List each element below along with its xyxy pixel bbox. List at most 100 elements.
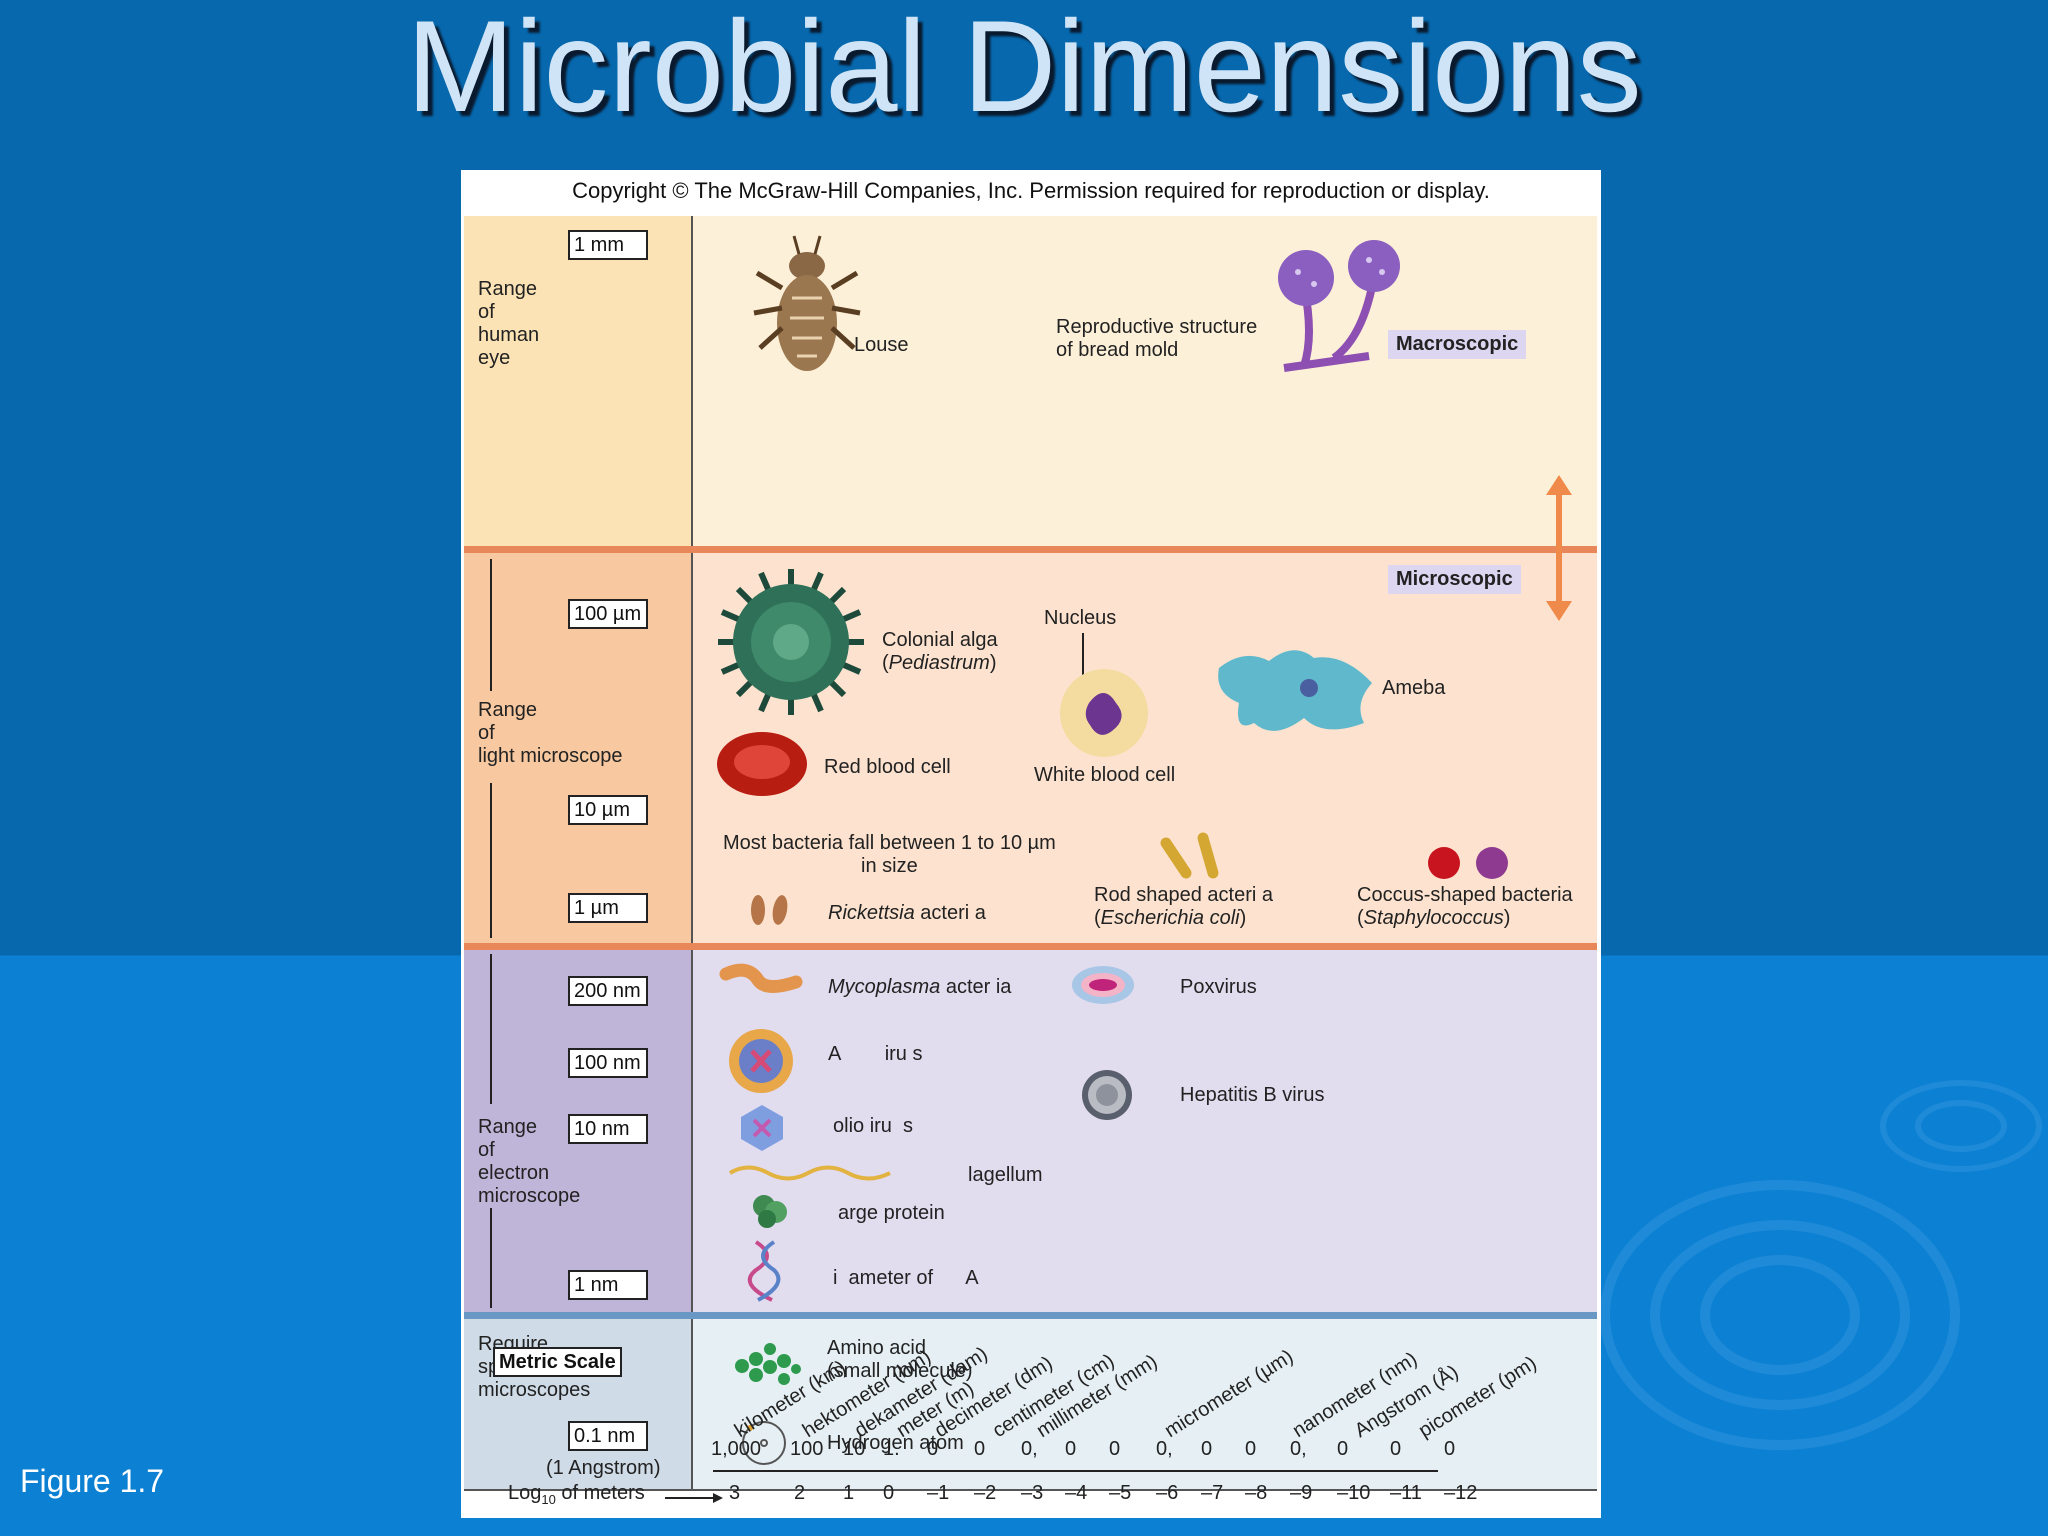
log-value: –7 — [1201, 1482, 1224, 1504]
metric-value: 100 — [790, 1438, 824, 1460]
band-label-column — [464, 216, 693, 548]
scale-0.1nm: 0.1 nm — [568, 1421, 648, 1451]
dna-illustration — [747, 1240, 781, 1302]
polio-virus-label: olio iru s — [833, 1115, 914, 1137]
range-label-line: microscope — [478, 1185, 581, 1207]
metric-value: 0, — [1290, 1438, 1307, 1460]
aids-virus-label: A iru s — [828, 1043, 923, 1065]
range-label-line: eye — [478, 347, 511, 369]
amino-acid-label: Amino acid — [827, 1337, 926, 1359]
log-value: 3 — [729, 1482, 741, 1504]
log-value: –9 — [1290, 1482, 1313, 1504]
copyright-notice: Copyright © The McGraw-Hill Companies, I… — [572, 178, 1490, 203]
log-value: –2 — [974, 1482, 997, 1504]
metric-value: 10 — [843, 1438, 866, 1460]
angstrom-note: (1 Angstrom) — [546, 1457, 661, 1479]
rod-bacteria-illustration — [1160, 832, 1219, 879]
log-axis-line — [713, 1470, 1438, 1472]
rickettsia-label: Rickettsia acteri a — [828, 902, 986, 924]
flagellum-illustration — [728, 1165, 891, 1181]
nucleus-pointer-line — [1082, 633, 1084, 693]
slide-title: Microbial Dimensions — [406, 0, 1642, 139]
range-label-line: Range — [478, 699, 537, 721]
bacteria-note: Most bacteria fall between 1 to 10 µm — [723, 832, 1056, 854]
metric-value: 0 — [1109, 1438, 1121, 1460]
ripple-decoration — [1650, 1220, 1910, 1410]
log-value: –1 — [927, 1482, 950, 1504]
coccus-bacteria-species: (Staphylococcus) — [1357, 907, 1511, 929]
rod-bacteria-label: Rod shaped acteri a — [1094, 884, 1274, 906]
metric-value: 0 — [927, 1438, 939, 1460]
nucleus-label: Nucleus — [1044, 607, 1117, 629]
band-special-microscopes: Require special microscopes 0.1 nm (1 An… — [464, 1319, 1597, 1491]
band-divider — [464, 1312, 1597, 1319]
metric-value: 0 — [1201, 1438, 1213, 1460]
metric-value: 0, — [1156, 1438, 1173, 1460]
ameba-label: Ameba — [1382, 677, 1446, 699]
scale-10nm: 10 nm — [568, 1114, 648, 1144]
range-arrow-line — [490, 1208, 492, 1308]
band-light-microscope: Range of light microscope 100 µm 10 µm 1… — [464, 475, 1597, 943]
scale-1um: 1 µm — [568, 893, 648, 923]
rickettsia-illustration — [751, 895, 788, 925]
band-divider — [464, 943, 1597, 950]
range-label-line: electron — [478, 1162, 550, 1184]
metric-scale-title: Metric Scale — [493, 1347, 622, 1377]
mycoplasma-illustration — [719, 963, 803, 993]
colonial-alga-label: Colonial alga — [882, 629, 998, 651]
band-human-eye: 1 mm Range of human eye Louse Reproducti… — [464, 216, 1597, 548]
log-value: –12 — [1444, 1482, 1478, 1504]
hepatitis-b-virus-label: Hepatitis B virus — [1180, 1084, 1325, 1106]
white-blood-cell-illustration — [1060, 669, 1148, 757]
polio-virus-illustration — [741, 1105, 783, 1151]
poxvirus-illustration — [1072, 966, 1134, 1004]
band-electron-microscope: Range of electron microscope 200 nm 100 … — [464, 950, 1597, 1312]
bread-mold-label: of bread mold — [1056, 339, 1179, 361]
hydrogen-atom-label: Hydrogen atom — [827, 1432, 964, 1454]
macroscopic-badge: Macroscopic — [1388, 330, 1527, 359]
metric-value: 0 — [974, 1438, 986, 1460]
figure-label: Figure 1.7 — [20, 1463, 165, 1499]
ripple-decoration — [1600, 1180, 1960, 1450]
range-label-line: Range — [478, 1116, 537, 1138]
ameba-illustration — [1218, 650, 1372, 731]
colonial-alga-illustration — [718, 569, 864, 715]
dna-diameter-label: i ameter of A — [833, 1267, 979, 1289]
colonial-alga-genus: (Pediastrum) — [882, 652, 997, 674]
metric-value: 0 — [1444, 1438, 1456, 1460]
log-value: 2 — [794, 1482, 806, 1504]
range-label-line: of — [478, 1139, 495, 1161]
coccus-bacteria-illustration — [1428, 847, 1508, 879]
colonial-alga-genus-name: Pediastrum — [888, 652, 990, 674]
white-blood-cell-label: White blood cell — [1034, 764, 1176, 786]
range-arrow-line — [490, 783, 492, 938]
ripple-decoration — [1700, 1255, 1860, 1375]
ripple-decoration — [1880, 1080, 2042, 1172]
hydrogen-atom-icon — [742, 1421, 786, 1465]
metric-value: 1. — [883, 1438, 900, 1460]
scale-10um: 10 µm — [568, 795, 648, 825]
log-value: 0 — [883, 1482, 895, 1504]
log-value: –4 — [1065, 1482, 1088, 1504]
coccus-bacteria-label: Coccus-shaped bacteria — [1357, 884, 1573, 906]
louse-label: Louse — [854, 334, 909, 356]
range-arrow-line — [490, 954, 492, 1104]
bread-mold-illustration — [1278, 240, 1400, 372]
metric-value: 1,000 — [711, 1438, 762, 1460]
range-label-line: microscopes — [478, 1379, 591, 1401]
rod-bacteria-species: (Escherichia coli) — [1094, 907, 1247, 929]
log-value: –10 — [1337, 1482, 1371, 1504]
metric-value: 0 — [1245, 1438, 1257, 1460]
louse-illustration — [753, 235, 861, 371]
log-value: –3 — [1021, 1482, 1044, 1504]
bread-mold-label: Reproductive structure — [1056, 316, 1258, 338]
microscopic-badge: Microscopic — [1388, 565, 1521, 594]
bacteria-note: in size — [861, 855, 918, 877]
log-axis-label: Log10 of meters — [508, 1482, 645, 1507]
scale-1nm: 1 nm — [568, 1270, 648, 1300]
macro-micro-arrow-icon — [1546, 475, 1572, 621]
poxvirus-label: Poxvirus — [1180, 976, 1257, 998]
amino-acid-label: (small molecule) — [827, 1360, 973, 1382]
log-value: –5 — [1109, 1482, 1132, 1504]
red-blood-cell-label: Red blood cell — [824, 756, 951, 778]
